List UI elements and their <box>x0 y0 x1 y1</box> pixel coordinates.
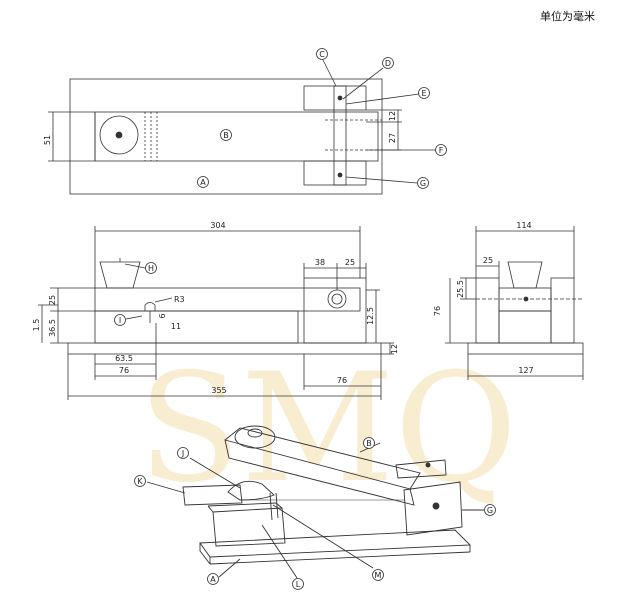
dim-36-5: 36.5 <box>48 319 57 337</box>
callout-g-iso: G <box>484 504 496 516</box>
callout-h: H <box>145 262 157 274</box>
iso-bracket-front <box>403 481 463 536</box>
callout-g-top: G <box>417 177 429 189</box>
front-view-bracket <box>303 277 367 344</box>
top-view-bracket-upper <box>303 85 367 111</box>
iso-lower-block <box>212 507 286 547</box>
dim-12-top: 12 <box>388 111 397 121</box>
svg-text:C: C <box>319 50 325 59</box>
dim-304: 304 <box>210 221 225 230</box>
dim-63-5: 63.5 <box>115 354 133 363</box>
top-view-bracket-lower <box>303 160 367 186</box>
dim-12-front: 12 <box>390 344 399 354</box>
front-view-arm <box>94 287 361 312</box>
dim-25-left: 25 <box>48 295 57 305</box>
callout-f: F <box>435 144 447 156</box>
svg-text:D: D <box>385 59 391 68</box>
unit-note: 单位为毫米 <box>540 10 595 23</box>
front-view-pivot-outer <box>327 289 347 309</box>
svg-text:L: L <box>296 580 301 589</box>
svg-text:B: B <box>223 131 229 140</box>
callout-j: J <box>177 447 189 459</box>
callout-i: I <box>114 314 126 326</box>
side-view-post-right <box>550 277 575 344</box>
svg-text:H: H <box>148 264 154 273</box>
dim-76-side: 76 <box>433 306 442 316</box>
svg-text:G: G <box>487 506 493 515</box>
iso-cup <box>234 425 276 449</box>
svg-text:F: F <box>439 146 444 155</box>
dim-114: 114 <box>516 221 531 230</box>
front-view-cup <box>99 261 141 289</box>
dim-27: 27 <box>388 133 397 143</box>
callout-b-iso: B <box>363 437 375 449</box>
callout-b-top: B <box>220 129 232 141</box>
iso-pivot-hole <box>432 502 440 510</box>
top-view-pivot-pin <box>333 85 347 186</box>
top-view <box>48 59 435 195</box>
iso-bracket-rear <box>395 459 447 479</box>
callout-k: K <box>134 475 146 487</box>
dim-51: 51 <box>43 135 52 145</box>
dim-6: 6 <box>158 313 167 318</box>
callout-a-top: A <box>197 176 209 188</box>
dim-25-side: 25 <box>483 256 493 265</box>
svg-text:K: K <box>137 477 143 486</box>
side-view-cup <box>507 261 543 289</box>
watermark: SMQ <box>138 342 517 516</box>
dim-25-5: 25.5 <box>456 280 465 298</box>
svg-text:A: A <box>200 178 206 187</box>
top-view-base-outline <box>69 78 383 195</box>
top-view-arm-outline <box>94 111 379 162</box>
isometric-view <box>146 425 484 579</box>
callout-l: L <box>292 578 304 590</box>
dim-38: 38 <box>315 258 325 267</box>
dim-76-right: 76 <box>337 376 347 385</box>
iso-stop-block <box>182 484 243 506</box>
svg-text:G: G <box>420 179 426 188</box>
dim-127: 127 <box>518 366 533 375</box>
svg-text:J: J <box>181 449 184 458</box>
dim-355: 355 <box>211 386 226 395</box>
dim-1-5: 1.5 <box>32 319 41 332</box>
dim-25-front: 25 <box>345 258 355 267</box>
dim-r3: R3 <box>174 295 185 304</box>
callout-c: C <box>316 48 328 60</box>
iso-arm <box>224 439 415 506</box>
svg-text:A: A <box>210 575 216 584</box>
svg-text:B: B <box>366 439 372 448</box>
side-view-block <box>498 310 552 344</box>
top-view-cup-circle <box>99 115 139 155</box>
svg-text:E: E <box>421 89 426 98</box>
callout-d: D <box>382 57 394 69</box>
svg-text:I: I <box>119 316 121 325</box>
side-view <box>445 226 584 380</box>
dim-12-5: 12.5 <box>366 307 375 325</box>
front-view-lower-block <box>94 310 299 344</box>
callout-a-iso: A <box>207 573 219 585</box>
dim-11: 11 <box>171 322 181 331</box>
dim-76-left: 76 <box>119 366 129 375</box>
svg-text:M: M <box>375 571 382 580</box>
iso-base-plate <box>199 529 472 558</box>
callout-m: M <box>372 569 384 581</box>
callout-e: E <box>418 87 430 99</box>
front-view <box>38 226 394 400</box>
side-view-post-left <box>475 277 500 344</box>
